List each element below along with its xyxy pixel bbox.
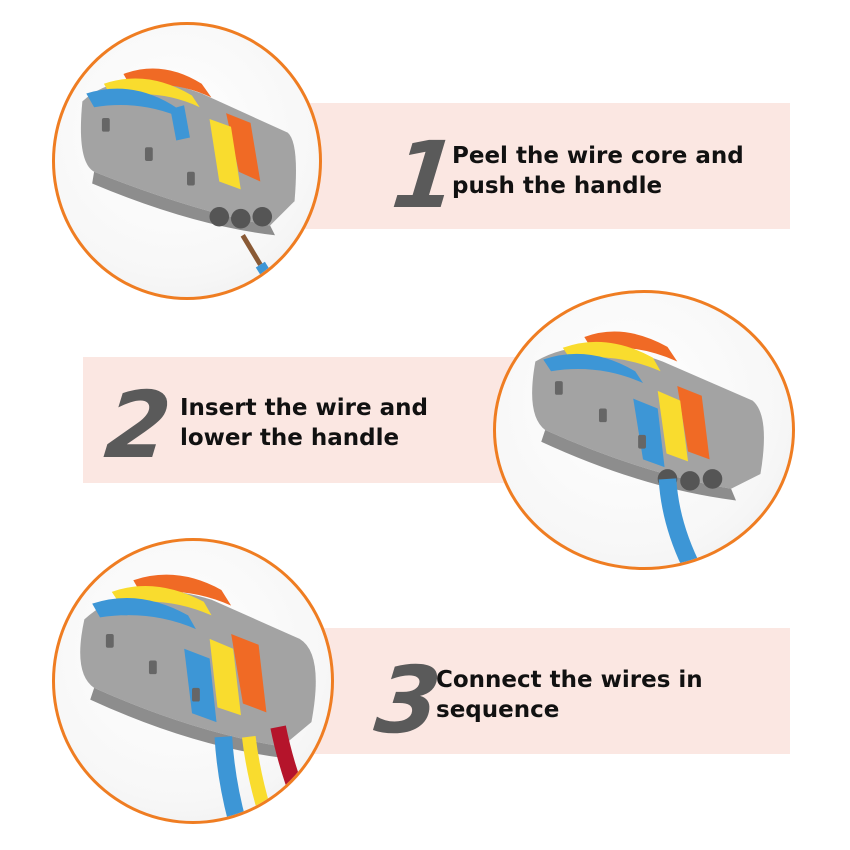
step-2-photo <box>493 290 795 570</box>
step-2-number: 2 <box>100 372 176 479</box>
step-2-line-2: lower the handle <box>180 425 400 451</box>
step-3-number: 3 <box>370 647 446 754</box>
wire-icon <box>214 725 317 821</box>
step-1-band <box>250 103 790 229</box>
lever-connector-icon <box>80 68 296 297</box>
step-3-line-1: Connect the wires in <box>436 667 703 693</box>
step-1-line-1: Peel the wire core and <box>452 143 744 169</box>
step-3-band <box>300 628 790 754</box>
step-3-line-2: sequence <box>436 697 560 723</box>
lever-connector-icon <box>80 574 317 821</box>
step-2-band <box>83 357 563 483</box>
step-2-line-1: Insert the wire and <box>180 395 428 421</box>
step-2-text: Insert the wire and lower the handle <box>180 393 428 453</box>
step-3-text: Connect the wires in sequence <box>436 665 703 725</box>
step-1-photo <box>52 22 322 300</box>
step-3-photo <box>52 538 334 824</box>
step-1-line-2: push the handle <box>452 173 663 199</box>
wire-icon <box>658 478 702 567</box>
wire-icon <box>240 234 287 297</box>
lever-connector-icon <box>532 331 764 567</box>
step-1-text: Peel the wire core and push the handle <box>452 141 744 201</box>
step-1-number: 1 <box>387 122 463 229</box>
